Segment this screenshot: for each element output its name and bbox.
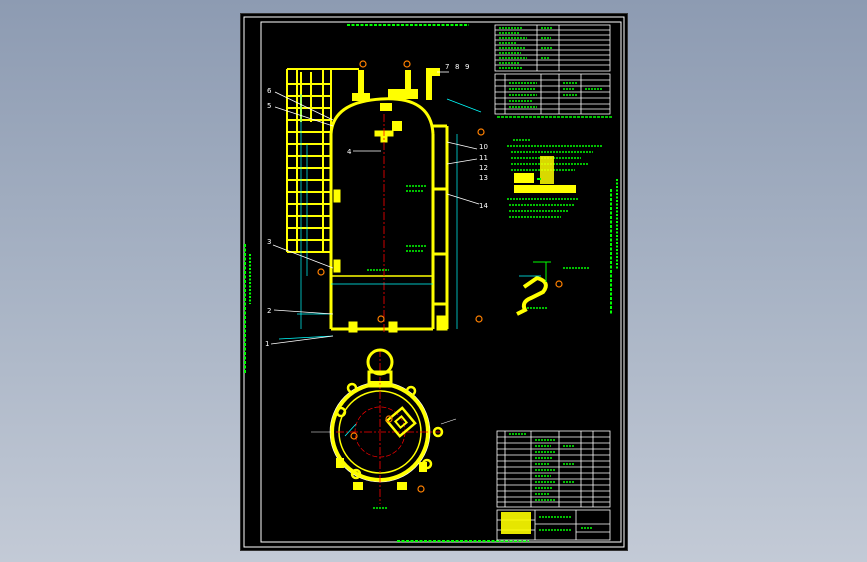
dimension-lines xyxy=(278,94,482,340)
callout-7: 7 xyxy=(445,63,449,71)
ladder-rungs xyxy=(287,83,331,253)
drawing-sheet: 6 5 4 3 2 1 7 8 9 10 11 12 13 14 xyxy=(240,13,628,551)
vessel-shell xyxy=(329,97,435,331)
inner-frame xyxy=(260,21,622,543)
parts-list xyxy=(496,430,611,508)
callout-13: 13 xyxy=(479,174,488,182)
callout-9: 9 xyxy=(465,63,469,71)
title-block-text xyxy=(501,512,593,534)
callout-3: 3 xyxy=(267,238,271,246)
callout-6: 6 xyxy=(267,87,272,95)
callout-1: 1 xyxy=(265,340,269,348)
callout-12: 12 xyxy=(479,164,488,172)
callout-2: 2 xyxy=(267,307,271,315)
callout-8: 8 xyxy=(455,63,459,71)
callout-numbers: 6 5 4 3 2 1 7 8 9 10 11 12 13 14 xyxy=(265,63,488,348)
top-head xyxy=(352,68,440,131)
parts-list-text xyxy=(509,433,575,501)
callout-11: 11 xyxy=(479,154,488,162)
plan-bubbles xyxy=(350,415,425,493)
nozzle-table-text xyxy=(509,82,603,108)
supports xyxy=(333,189,448,333)
callout-10: 10 xyxy=(479,143,488,151)
nozzle-table xyxy=(494,73,611,115)
callout-4: 4 xyxy=(347,148,352,156)
agitator xyxy=(374,114,394,334)
right-note-strip xyxy=(610,179,618,314)
design-data-text xyxy=(499,27,553,69)
design-data-table xyxy=(494,24,611,72)
cad-drawing: 6 5 4 3 2 1 7 8 9 10 11 12 13 14 xyxy=(243,16,625,548)
nozzle-bubbles xyxy=(317,60,485,323)
left-note-strip xyxy=(244,244,251,374)
leader-lines xyxy=(270,71,480,345)
right-jacket xyxy=(433,124,449,329)
callout-14: 14 xyxy=(479,202,488,210)
vessel-labels xyxy=(367,185,427,271)
plan-view xyxy=(311,348,457,504)
callout-5: 5 xyxy=(267,102,271,110)
flange-detail xyxy=(516,261,589,316)
weld-detail xyxy=(514,156,576,193)
